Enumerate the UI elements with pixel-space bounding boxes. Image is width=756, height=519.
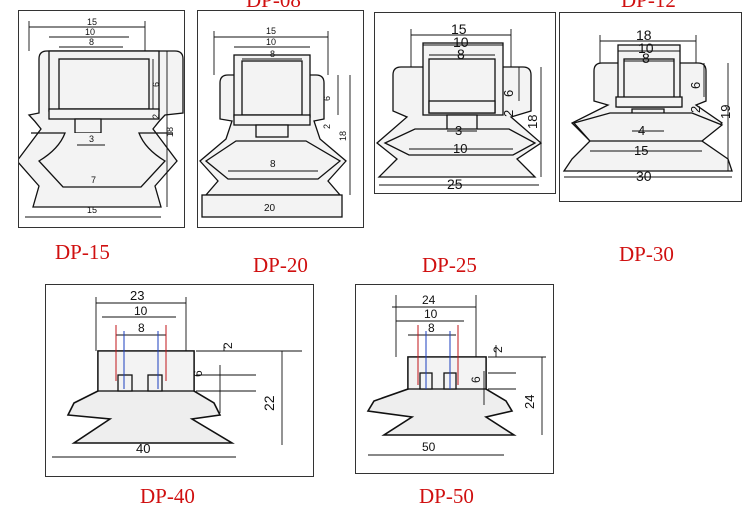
dp30-h1: 6 [688, 82, 703, 89]
dp20-w3: 8 [270, 49, 275, 59]
dp25-w3: 8 [457, 46, 465, 62]
top-label-dp08: DP-08 [246, 0, 301, 12]
dp30-h2: 2 [688, 106, 703, 113]
dp50-w3: 8 [428, 321, 435, 335]
dp15-htotal: 18 [165, 127, 175, 137]
dp30-base: 30 [636, 168, 652, 184]
dp15-h2: 2 [151, 114, 161, 119]
label-dp20: DP-20 [253, 253, 308, 277]
top-label-dp12: DP-12 [621, 0, 676, 12]
dp40-h1: 2 [221, 342, 235, 349]
dp20-h2: 2 [322, 124, 332, 129]
dp40-h2: 6 [191, 370, 205, 377]
dp15-stem: 3 [89, 134, 94, 144]
dp20-lip: 8 [270, 159, 276, 170]
dp30-htotal: 19 [718, 105, 733, 119]
dp50-w1: 24 [422, 293, 436, 307]
dp25-base: 25 [447, 176, 463, 192]
dp15-w3: 8 [89, 37, 94, 47]
dp15-h1: 6 [151, 82, 161, 87]
diagram-dp40: 23 10 8 2 6 22 40 [45, 284, 314, 477]
label-dp25: DP-25 [422, 253, 477, 277]
dp25-htotal: 18 [525, 115, 540, 129]
dp50-h2: 6 [469, 376, 483, 383]
dp30-w1: 18 [636, 27, 652, 43]
label-dp50: DP-50 [419, 484, 474, 508]
diagram-dp50: 24 10 8 2 6 24 50 [355, 284, 554, 474]
label-dp40: DP-40 [140, 484, 195, 508]
dp25-w2: 10 [453, 34, 469, 50]
dp50-base: 50 [422, 440, 436, 454]
dp40-w3: 8 [138, 321, 145, 335]
dp40-base: 40 [136, 441, 150, 456]
diagram-dp15: 15 10 8 6 2 18 3 7 15 [18, 10, 185, 228]
dp30-lip: 15 [634, 143, 648, 158]
dp40-w1: 23 [130, 288, 144, 303]
dp30-stem: 4 [638, 123, 645, 138]
dp25-w1: 15 [451, 21, 467, 37]
dp20-htotal: 18 [338, 131, 348, 141]
dp25-lip: 10 [453, 141, 467, 156]
diagram-dp25: 15 10 8 6 2 18 3 10 25 [374, 12, 556, 194]
dp40-w2: 10 [134, 304, 148, 318]
dp50-w2: 10 [424, 307, 438, 321]
dp20-w2: 10 [266, 37, 276, 47]
dp25-h1: 6 [501, 90, 516, 97]
dp50-h1: 2 [491, 346, 505, 353]
dp15-w1: 15 [87, 17, 97, 27]
dp20-w1: 15 [266, 26, 276, 36]
dp20-base: 20 [264, 203, 276, 214]
diagram-dp20: 15 10 8 6 2 18 8 20 [197, 10, 364, 228]
dp50-htotal: 24 [522, 395, 537, 409]
dp40-htotal: 22 [261, 395, 277, 411]
diagram-dp30: 18 10 8 6 2 19 4 15 30 [559, 12, 742, 202]
dp15-w2: 10 [85, 27, 95, 37]
dp30-w2: 10 [638, 40, 654, 56]
dp20-h1: 6 [322, 96, 332, 101]
dp25-stem: 3 [455, 123, 462, 138]
dp15-lip: 7 [91, 175, 96, 185]
dp25-h2: 2 [501, 110, 516, 117]
label-dp15: DP-15 [55, 240, 110, 264]
dp15-base: 15 [87, 205, 97, 215]
dp30-w3: 8 [642, 50, 650, 66]
label-dp30: DP-30 [619, 242, 674, 266]
